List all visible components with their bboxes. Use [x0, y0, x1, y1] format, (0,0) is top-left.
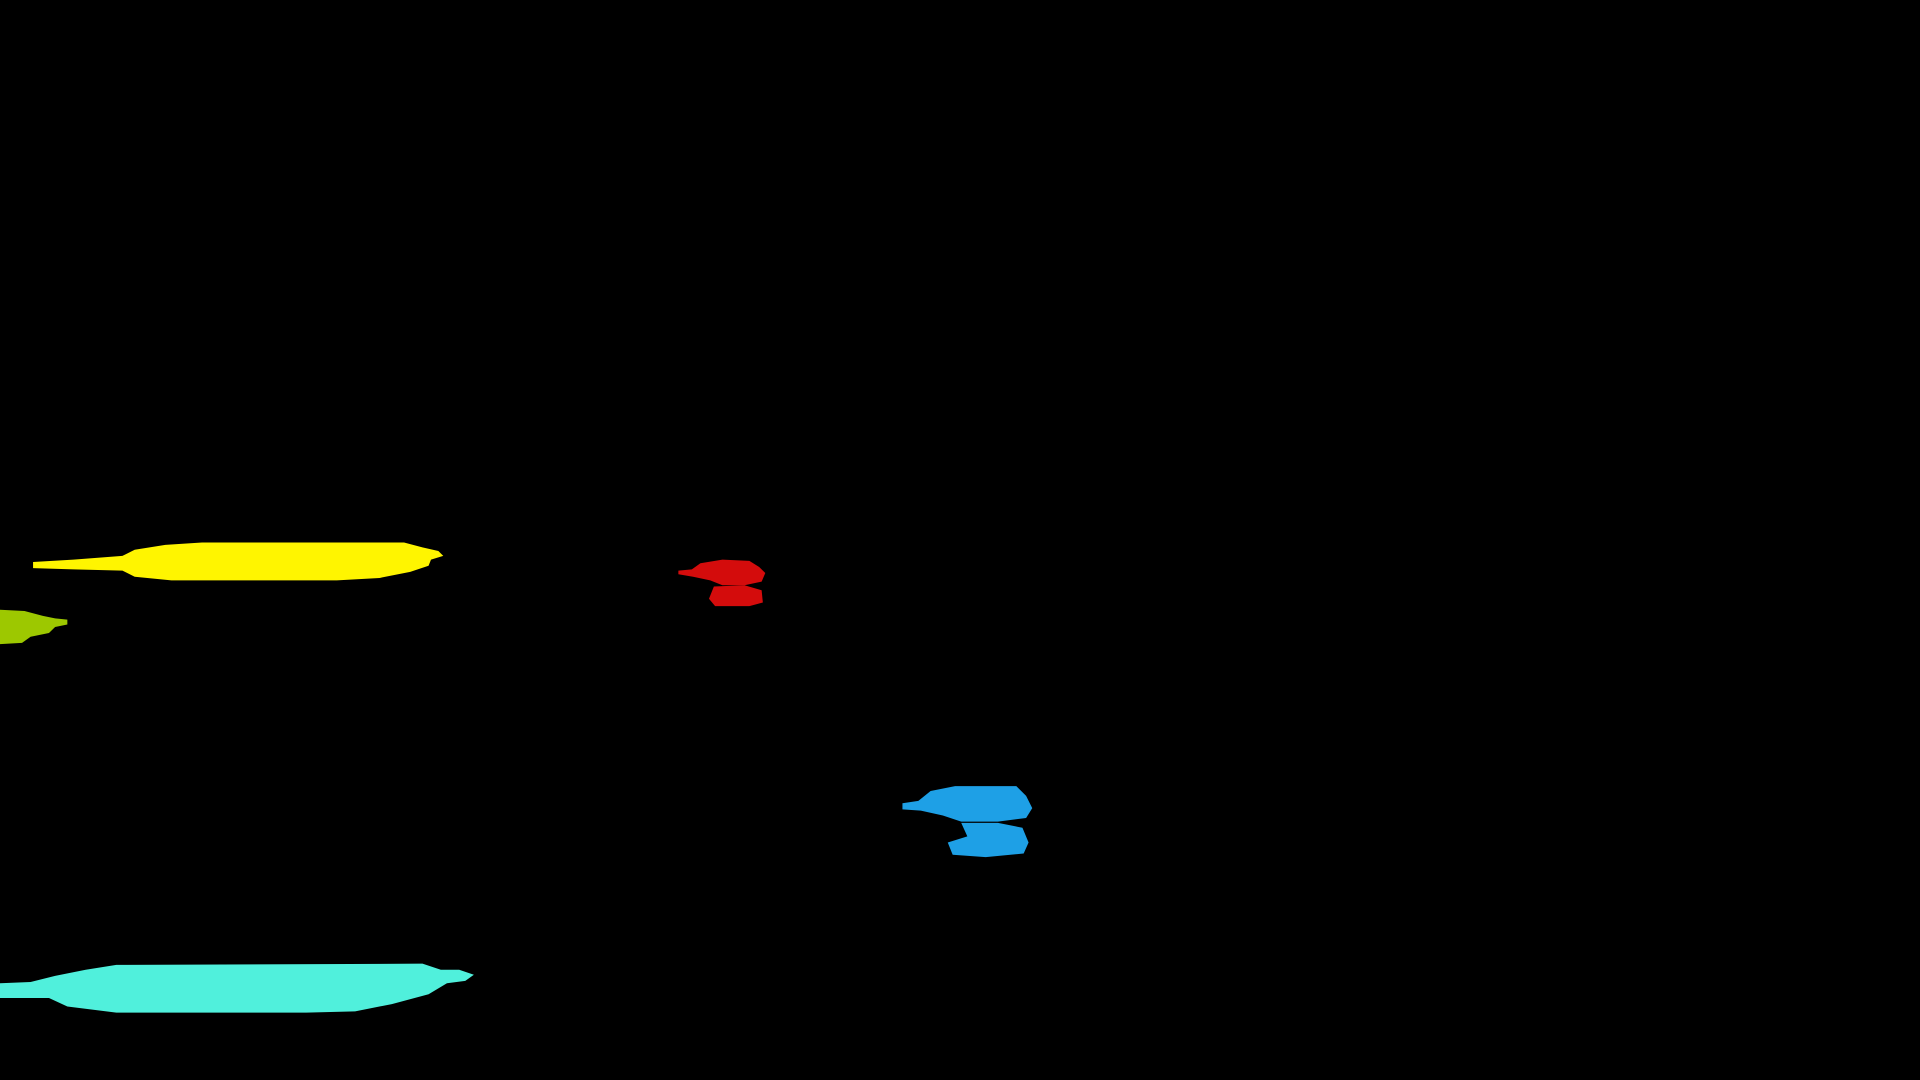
yellow-segment: [33, 542, 444, 581]
red-segment: [678, 559, 766, 607]
blue-segment: [902, 786, 1033, 858]
green-segment: [0, 609, 68, 645]
cyan-segment: [0, 963, 474, 1013]
